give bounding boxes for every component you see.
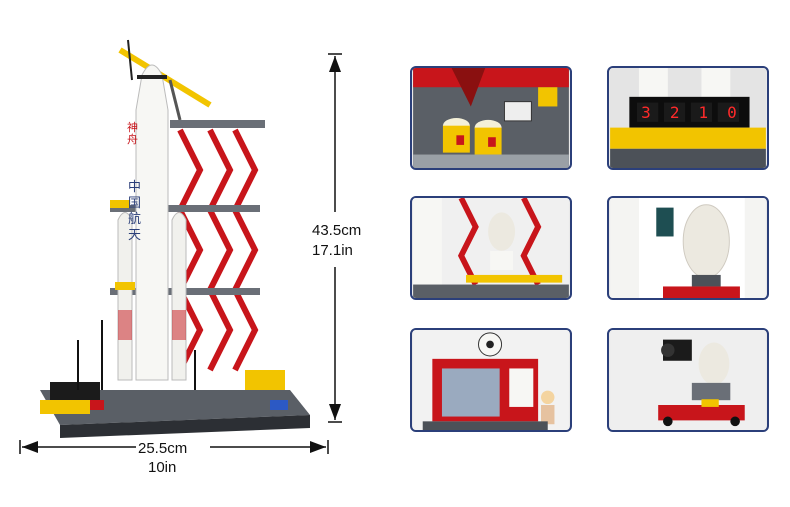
detail-fuel-barrels-image <box>410 66 572 170</box>
height-dimension-arrow <box>325 52 345 424</box>
countdown-digits: 3 2 1 0 <box>641 103 737 122</box>
detail-astronaut-capsule-image <box>607 196 769 300</box>
width-cm-label: 25.5cm <box>138 440 188 457</box>
detail-camera-operator-image <box>607 328 769 432</box>
width-in-label: 10in <box>148 459 177 476</box>
height-cm-label: 43.5cm <box>312 222 362 239</box>
rocket-label-1: 神 舟 <box>127 121 138 146</box>
main-product-image <box>20 20 320 440</box>
width-dimension-arrow <box>18 437 330 457</box>
detail-countdown-display-image <box>607 66 769 170</box>
height-in-label: 17.1in <box>312 242 353 259</box>
detail-control-room-image <box>410 328 572 432</box>
rocket-label-2: 中 国 航 天 <box>128 180 142 243</box>
detail-tower-minifigure-image <box>410 196 572 300</box>
